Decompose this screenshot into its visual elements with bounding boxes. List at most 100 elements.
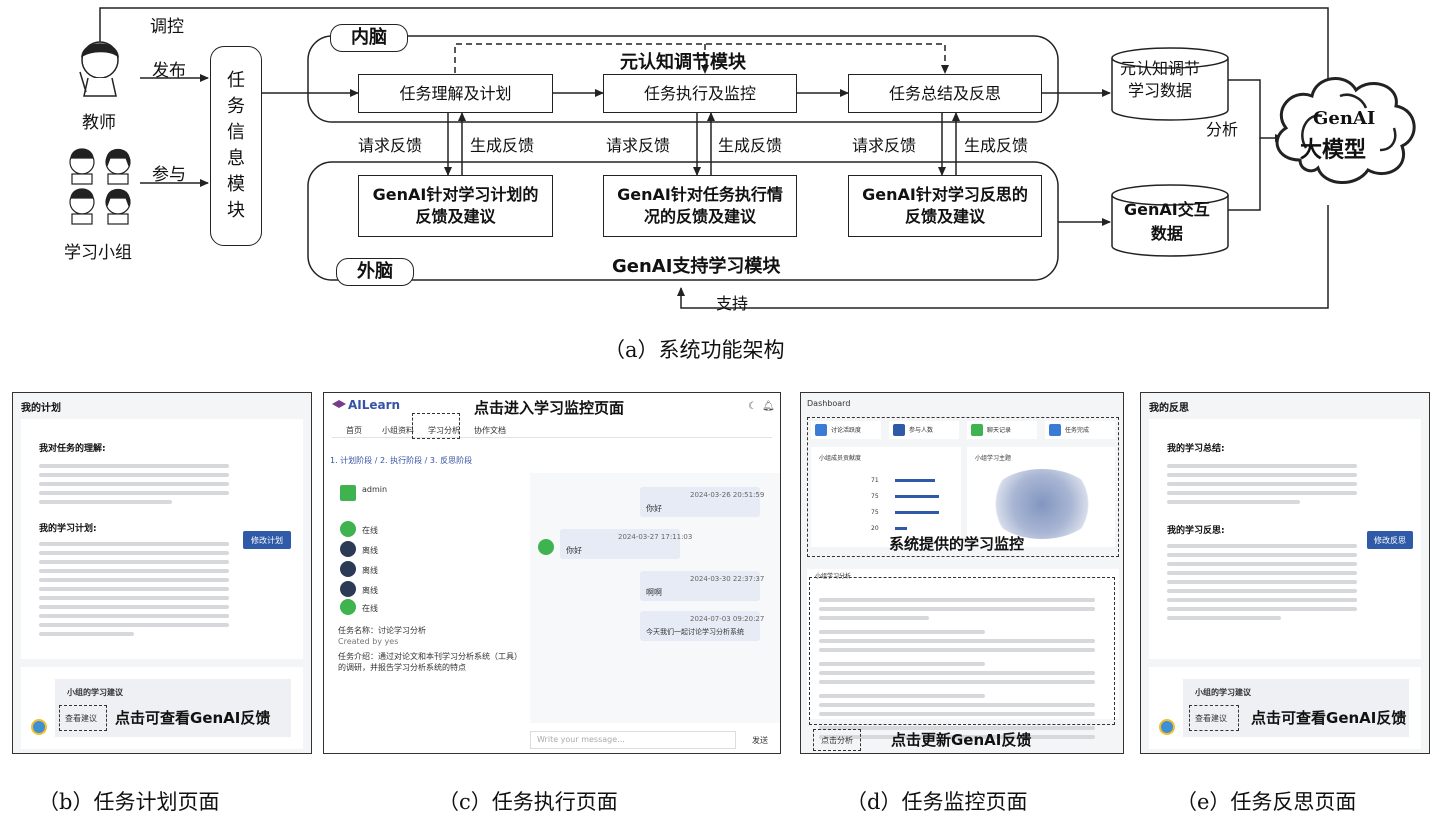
participate-label: 参与 bbox=[152, 165, 186, 185]
chat-text-1: 你好 bbox=[646, 504, 662, 513]
execute-top-callout: 点击进入学习监控页面 bbox=[474, 399, 625, 417]
chat-time-2: 2024-03-27 17:11:03 bbox=[618, 533, 693, 541]
chat-avatar-1 bbox=[538, 539, 554, 555]
update-feedback-button[interactable]: 点击分析 bbox=[821, 736, 853, 745]
word-cloud-card: 小组学习主题 bbox=[967, 447, 1115, 547]
stage-plan-box: 任务理解及计划 bbox=[358, 74, 553, 113]
stage-breadcrumb: 1. 计划阶段 / 2. 执行阶段 / 3. 反思阶段 bbox=[330, 456, 473, 465]
member-avatar-4 bbox=[340, 581, 356, 597]
reflect-section-reflection: 我的学习反思: bbox=[1167, 526, 1225, 536]
group-feedback-highlight bbox=[809, 577, 1115, 725]
request-feedback-label-2: 请求反馈 bbox=[606, 136, 671, 155]
theme-toggle-icon[interactable]: ☾ bbox=[748, 401, 757, 412]
reflect-page-title: 我的反思 bbox=[1149, 403, 1189, 414]
word-cloud-image bbox=[987, 469, 1097, 539]
robot-avatar-icon bbox=[31, 719, 47, 735]
stage-reflect-box: 任务总结及反思 bbox=[848, 74, 1042, 113]
feedback-reflect-box: GenAI针对学习反思的 反馈及建议 bbox=[848, 175, 1042, 237]
tab-group-materials[interactable]: 小组资料 bbox=[382, 426, 414, 435]
contribution-bar-2 bbox=[895, 495, 939, 498]
stat-card-4: 任务完成 bbox=[1045, 421, 1115, 439]
group-feedback-card: 小组学习分析 bbox=[807, 569, 1119, 739]
monitor-highlight bbox=[807, 417, 1119, 557]
plan-text-block-2 bbox=[39, 537, 229, 641]
chat-bubble-3 bbox=[640, 571, 760, 601]
plan-page-title: 我的计划 bbox=[21, 403, 61, 414]
admin-name: admin bbox=[362, 485, 388, 494]
plan-suggest-inner bbox=[55, 679, 291, 737]
generate-feedback-label-1: 生成反馈 bbox=[470, 136, 535, 155]
inner-brain-tag: 内脑 bbox=[330, 24, 408, 52]
analysis-label: 分析 bbox=[1206, 120, 1239, 139]
dashboard-header: Dashboard bbox=[807, 399, 851, 408]
execute-tabs bbox=[332, 421, 772, 438]
send-button[interactable]: 发送 bbox=[752, 736, 768, 745]
member-avatar-5 bbox=[340, 599, 356, 615]
generate-feedback-label-2: 生成反馈 bbox=[718, 136, 783, 155]
group-label: 学习小组 bbox=[64, 243, 132, 263]
tab-collab-doc[interactable]: 协作文档 bbox=[474, 426, 506, 435]
chat-time-4: 2024-07-03 09:20:27 bbox=[690, 615, 765, 623]
publish-label: 发布 bbox=[152, 61, 186, 81]
chat-text-2: 你好 bbox=[566, 546, 582, 555]
group-feedback-title: 小组学习分析 bbox=[815, 573, 852, 580]
plan-section-understanding: 我对任务的理解: bbox=[39, 444, 106, 454]
edit-reflection-button[interactable]: 修改反思 bbox=[1367, 531, 1413, 549]
plan-section-plan: 我的学习计划: bbox=[39, 524, 97, 534]
llm-cloud-shape bbox=[1275, 77, 1416, 184]
task-info-module-label: 任 务 信 息 模 块 bbox=[227, 70, 245, 221]
caption-d: （d）任务监控页面 bbox=[846, 790, 1028, 814]
reflect-content-card: 我的学习总结: 我的学习反思: 修改反思 bbox=[1149, 419, 1421, 659]
plan-suggest-title: 小组的学习建议 bbox=[67, 688, 123, 697]
teacher-icon bbox=[79, 41, 119, 97]
member-status-1: 在线 bbox=[362, 526, 378, 535]
task-created-by: Created by yes bbox=[338, 637, 399, 646]
stat-card-2: 参与人数 bbox=[889, 421, 959, 439]
contribution-bar-1 bbox=[895, 479, 935, 482]
member-status-3: 离线 bbox=[362, 566, 378, 575]
contribution-value-3: 75 bbox=[871, 509, 879, 516]
member-avatar-2 bbox=[340, 541, 356, 557]
reflect-text-block-1 bbox=[1167, 459, 1357, 509]
chat-bubble-2 bbox=[560, 529, 680, 559]
contribution-bar-4 bbox=[895, 527, 907, 530]
generate-feedback-label-3: 生成反馈 bbox=[964, 136, 1029, 155]
caption-a: （a）系统功能架构 bbox=[604, 338, 785, 362]
reflect-suggest-inner bbox=[1183, 679, 1409, 737]
group-feedback-text bbox=[819, 593, 1095, 744]
member-avatar-1 bbox=[340, 521, 356, 537]
panel-reflect-page: 我的反思 我的学习总结: 我的学习反思: 修改反思 小组的学习建议 查看建议 点… bbox=[1140, 392, 1430, 754]
word-cloud-title: 小组学习主题 bbox=[975, 455, 1012, 462]
ailearn-logo-text: AILearn bbox=[348, 398, 401, 412]
contribution-table-title: 小组成员贡献度 bbox=[819, 455, 862, 462]
update-callout: 点击更新GenAI反馈 bbox=[891, 731, 1032, 749]
learning-analysis-tab-highlight bbox=[412, 413, 460, 439]
chat-input[interactable]: Write your message... bbox=[530, 731, 736, 749]
contribution-value-2: 75 bbox=[871, 493, 879, 500]
monitor-callout: 系统提供的学习监控 bbox=[889, 535, 1025, 553]
chat-time-3: 2024-03-30 22:37:37 bbox=[690, 575, 765, 583]
plan-view-suggestion-button[interactable]: 查看建议 bbox=[65, 714, 97, 723]
task-name: 任务名称：讨论学习分析 bbox=[338, 626, 426, 635]
tab-home[interactable]: 首页 bbox=[346, 426, 362, 435]
teacher-label: 教师 bbox=[82, 113, 116, 133]
admin-avatar bbox=[340, 485, 356, 501]
member-status-4: 离线 bbox=[362, 586, 378, 595]
plan-content-card: 我对任务的理解: 我的学习计划: 修改计划 bbox=[21, 419, 303, 659]
tab-learning-analysis[interactable]: 学习分析 bbox=[428, 426, 460, 435]
reflect-callout: 点击可查看GenAI反馈 bbox=[1251, 709, 1407, 727]
regulate-label: 调控 bbox=[150, 17, 184, 37]
group-icon bbox=[69, 148, 131, 225]
caption-b: （b）任务计划页面 bbox=[38, 790, 220, 814]
member-list: admin 在线 离线 离线 离线 在线 bbox=[332, 473, 522, 615]
notification-icon[interactable]: 🔔︎ bbox=[762, 401, 775, 412]
edit-plan-button[interactable]: 修改计划 bbox=[243, 531, 291, 549]
request-feedback-label-1: 请求反馈 bbox=[358, 136, 423, 155]
genai-module-title: GenAI支持学习模块 bbox=[612, 256, 781, 277]
caption-c: （c）任务执行页面 bbox=[438, 790, 618, 814]
contribution-value-1: 71 bbox=[871, 477, 879, 484]
chat-input-placeholder: Write your message... bbox=[537, 735, 625, 744]
support-label: 支持 bbox=[716, 294, 749, 313]
plan-text-block-1 bbox=[39, 459, 229, 509]
reflect-view-suggestion-button[interactable]: 查看建议 bbox=[1195, 714, 1227, 723]
